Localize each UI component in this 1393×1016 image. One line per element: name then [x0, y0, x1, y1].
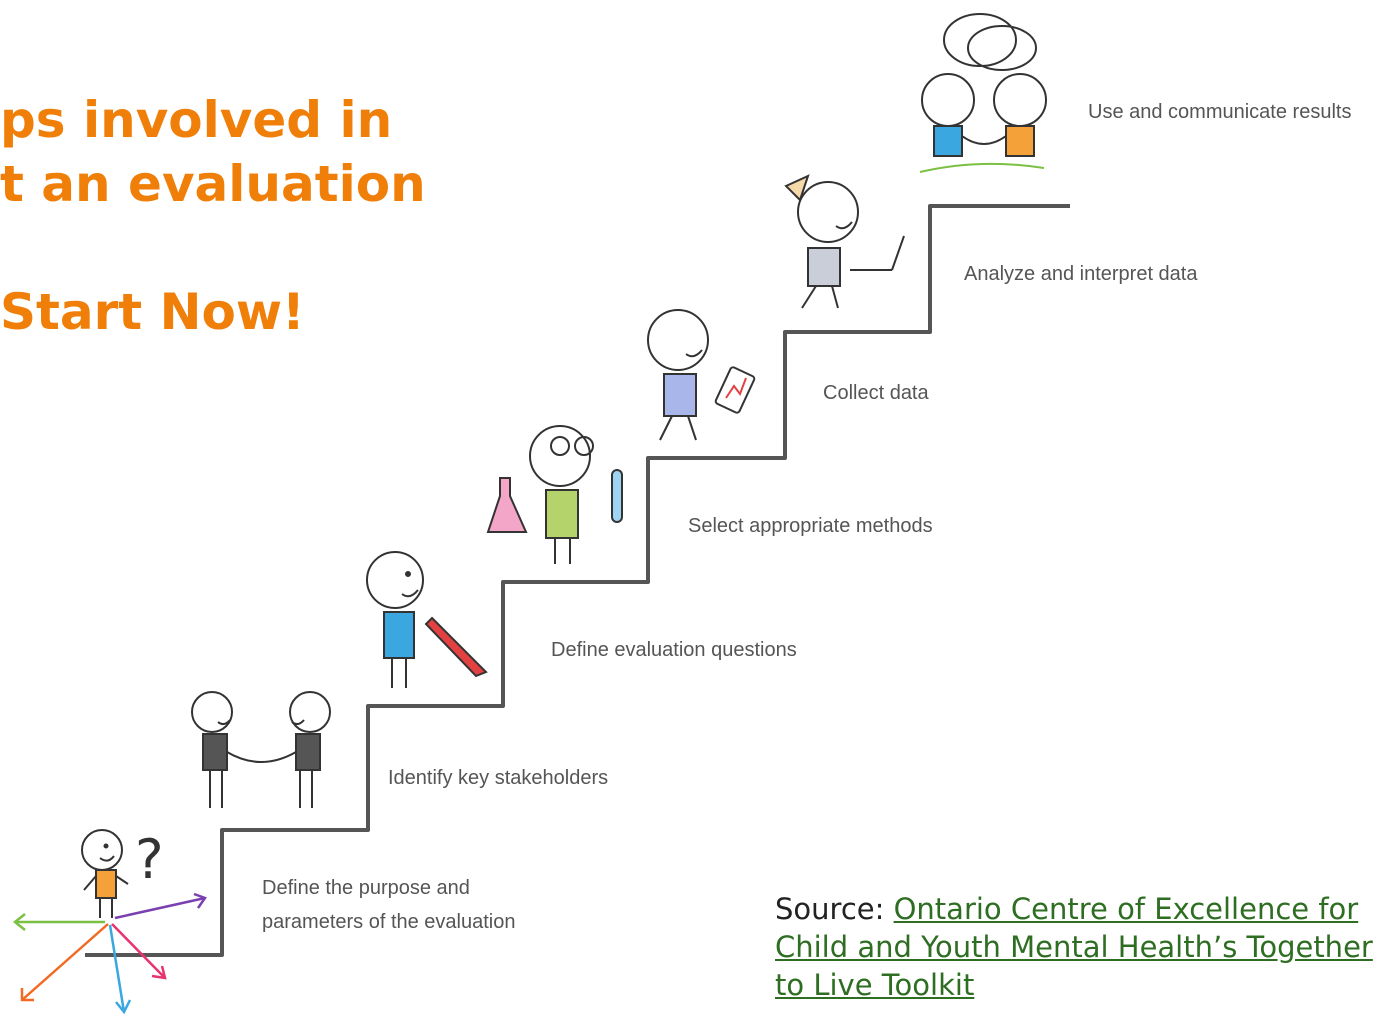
confused-person-figure [81, 829, 129, 918]
step-2-label: Identify key stakeholders [388, 767, 608, 789]
heading-text: ps involved in t an evaluation [0, 88, 426, 216]
person-with-tablet-figure [647, 309, 709, 441]
step-4-label: Select appropriate methods [688, 515, 933, 537]
communicating-people-figure [919, 73, 1047, 173]
step-1-label-line-2: parameters of the evaluation [262, 911, 516, 933]
step-7-label: Use and communicate results [1088, 101, 1351, 123]
step-5-label: Collect data [823, 382, 929, 404]
heading-line-2: t an evaluation [0, 155, 426, 213]
person-with-laptop-figure [784, 174, 859, 309]
pencil-icon [424, 616, 488, 678]
speech-bubble-icon [943, 13, 1037, 71]
question-mark-icon: ? [135, 828, 164, 891]
direction-arrows-icon [12, 892, 207, 1015]
staircase-line [85, 204, 1070, 957]
scientist-figure [529, 425, 594, 564]
step-6-label: Analyze and interpret data [964, 263, 1198, 285]
handshake-icon [191, 691, 331, 808]
svg-text:?: ? [135, 828, 164, 891]
test-tube-icon [611, 469, 623, 523]
step-3-label: Define evaluation questions [551, 639, 797, 661]
source-prefix: Source: [775, 892, 894, 926]
source-citation: Source: Ontario Centre of Excellence for… [775, 890, 1390, 1004]
person-with-pencil-figure [366, 551, 424, 688]
flask-icon [486, 477, 528, 533]
start-now-heading: Start Now! [0, 283, 305, 341]
source-link[interactable]: Ontario Centre of Excellence for Child a… [775, 892, 1373, 1002]
tablet-icon [714, 366, 756, 414]
laptop-icon [850, 235, 905, 271]
heading-line-1: ps involved in [0, 91, 393, 149]
step-1-label-line-1: Define the purpose and [262, 877, 470, 899]
